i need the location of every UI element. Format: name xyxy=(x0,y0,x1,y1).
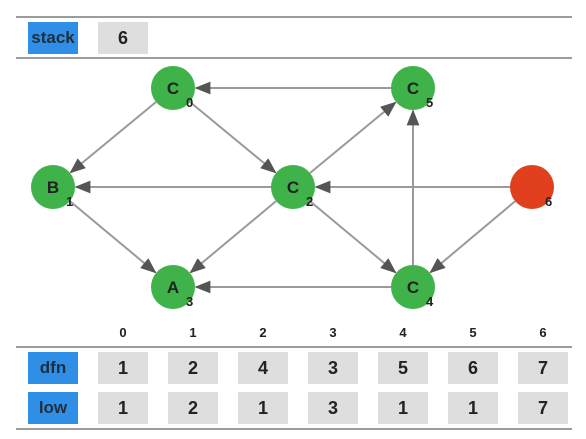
low-cell: 1 xyxy=(98,392,148,424)
node-index: 3 xyxy=(186,294,193,309)
node-circle xyxy=(391,265,435,309)
dfn-cell: 1 xyxy=(98,352,148,384)
index-label: 4 xyxy=(399,325,407,340)
node-index: 4 xyxy=(426,294,434,309)
dfn-cell: 2 xyxy=(168,352,218,384)
dfn-cell: 5 xyxy=(378,352,428,384)
node-index: 6 xyxy=(545,194,552,209)
low-cell: 7 xyxy=(518,392,568,424)
low-cell: 1 xyxy=(238,392,288,424)
index-label: 1 xyxy=(189,325,197,340)
node-letter: A xyxy=(167,278,179,297)
node-circle xyxy=(151,265,195,309)
node-letter: B xyxy=(47,178,59,197)
node-circle xyxy=(151,66,195,110)
node-letter: C xyxy=(167,79,179,98)
graph-node-6: 6 xyxy=(510,165,554,209)
dfn-label: dfn xyxy=(28,352,78,384)
low-cell: 2 xyxy=(168,392,218,424)
graph-node-0: C0 xyxy=(151,66,195,110)
node-circle xyxy=(271,165,315,209)
index-label: 5 xyxy=(469,325,477,340)
top-divider xyxy=(16,16,572,18)
stack-divider xyxy=(16,57,572,59)
table-top-divider xyxy=(16,346,572,348)
node-letter: C xyxy=(407,79,419,98)
node-index: 0 xyxy=(186,95,193,110)
low-cell: 3 xyxy=(308,392,358,424)
dfn-cell: 6 xyxy=(448,352,498,384)
node-letter: C xyxy=(407,278,419,297)
node-index: 5 xyxy=(426,95,433,110)
stack-label: stack xyxy=(28,22,78,54)
graph-node-5: C5 xyxy=(391,66,435,110)
index-label: 6 xyxy=(539,325,547,340)
dfn-cell: 4 xyxy=(238,352,288,384)
low-cell: 1 xyxy=(378,392,428,424)
edge-2-to-3 xyxy=(189,200,277,274)
node-circle xyxy=(31,165,75,209)
stack-item: 6 xyxy=(98,22,148,54)
table-bottom-divider xyxy=(16,428,572,430)
node-index: 2 xyxy=(306,194,313,209)
index-label: 3 xyxy=(329,325,337,340)
index-label: 0 xyxy=(119,325,127,340)
edge-2-to-4 xyxy=(309,200,397,274)
graph-node-1: B1 xyxy=(31,165,75,209)
dfn-cell: 7 xyxy=(518,352,568,384)
node-circle xyxy=(510,165,554,209)
graph-node-3: A3 xyxy=(151,265,195,309)
edge-0-to-1 xyxy=(69,101,157,174)
low-cell: 1 xyxy=(448,392,498,424)
graph-node-2: C2 xyxy=(271,165,315,209)
edge-6-to-4 xyxy=(429,200,516,274)
edge-1-to-3 xyxy=(69,200,157,274)
index-label: 2 xyxy=(259,325,267,340)
low-label: low xyxy=(28,392,78,424)
dfn-cell: 3 xyxy=(308,352,358,384)
node-letter: C xyxy=(287,178,299,197)
edge-2-to-5 xyxy=(309,101,397,174)
node-circle xyxy=(391,66,435,110)
graph-node-4: C4 xyxy=(391,265,435,309)
node-index: 1 xyxy=(66,194,73,209)
edge-0-to-2 xyxy=(189,101,277,174)
